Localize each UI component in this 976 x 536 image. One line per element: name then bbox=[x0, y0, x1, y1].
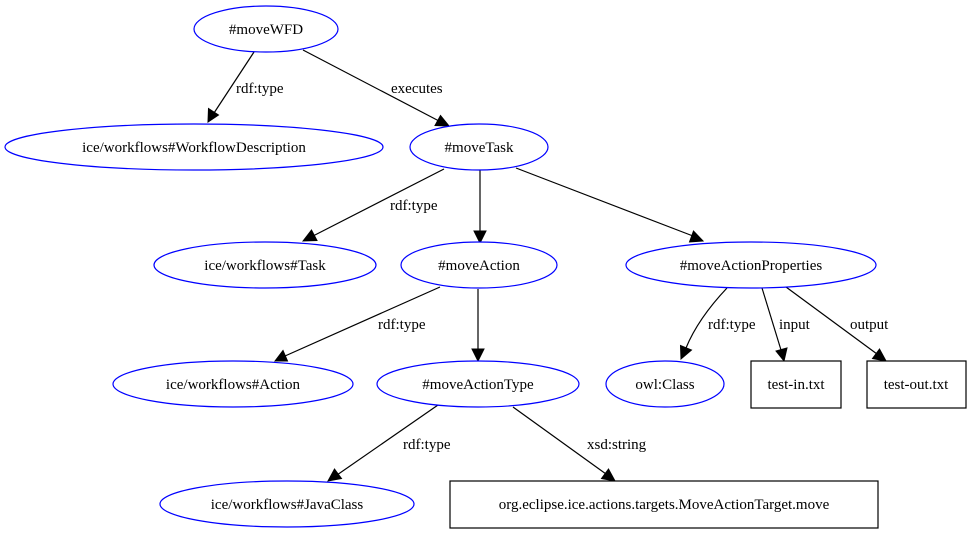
edge-moveactionproperties-rdftype bbox=[679, 287, 728, 361]
node-label: ice/workflows#Task bbox=[204, 258, 326, 274]
edge-label-executes: executes bbox=[391, 81, 443, 97]
node-moveaction: #moveAction bbox=[400, 241, 558, 289]
edge-movewfd-rdftype bbox=[207, 51, 255, 123]
node-label: owl:Class bbox=[635, 377, 694, 393]
edge-moveactiontype-xsdstring bbox=[512, 406, 616, 482]
edge-moveaction-rdftype bbox=[273, 286, 441, 362]
edge-moveactionproperties-output bbox=[785, 286, 887, 362]
node-action: ice/workflows#Action bbox=[112, 360, 354, 408]
node-test-in: test-in.txt bbox=[750, 360, 842, 409]
edge-label-xsdstring: xsd:string bbox=[587, 437, 647, 453]
node-movewfd: #moveWFD bbox=[193, 5, 339, 53]
node-moveactiontype: #moveActionType bbox=[376, 360, 580, 408]
node-javaclass: ice/workflows#JavaClass bbox=[159, 480, 415, 528]
node-movetask: #moveTask bbox=[409, 123, 549, 171]
node-label: #moveTask bbox=[445, 140, 514, 156]
edge-moveactiontype-rdftype bbox=[327, 404, 439, 482]
edge-movetask-moveactionproperties bbox=[515, 167, 705, 243]
edge-label-rdftype: rdf:type bbox=[390, 198, 438, 214]
edge-movetask-moveaction bbox=[473, 170, 487, 245]
node-label: test-in.txt bbox=[767, 377, 825, 393]
edge-label-rdftype: rdf:type bbox=[708, 317, 756, 333]
node-workflow-description: ice/workflows#WorkflowDescription bbox=[4, 123, 384, 171]
edge-label-rdftype: rdf:type bbox=[378, 317, 426, 333]
edge-movetask-rdftype bbox=[301, 168, 445, 242]
edge-label-rdftype: rdf:type bbox=[236, 81, 284, 97]
edge-label-input: input bbox=[779, 317, 811, 333]
edge-label-output: output bbox=[850, 317, 889, 333]
node-label: #moveActionProperties bbox=[680, 258, 823, 274]
node-label: ice/workflows#JavaClass bbox=[211, 497, 364, 513]
edge-label-rdftype: rdf:type bbox=[403, 437, 451, 453]
node-label: test-out.txt bbox=[884, 377, 949, 393]
edge-moveaction-moveactiontype bbox=[471, 289, 485, 363]
node-task: ice/workflows#Task bbox=[153, 241, 377, 289]
node-label: #moveWFD bbox=[229, 22, 303, 38]
edge-movewfd-executes bbox=[302, 49, 451, 127]
edge-moveactionproperties-input bbox=[761, 287, 788, 363]
node-label: ice/workflows#Action bbox=[166, 377, 301, 393]
node-label: #moveActionType bbox=[422, 377, 534, 393]
node-move-target: org.eclipse.ice.actions.targets.MoveActi… bbox=[449, 480, 879, 529]
node-owl-class: owl:Class bbox=[605, 360, 725, 408]
node-label: ice/workflows#WorkflowDescription bbox=[82, 140, 306, 156]
node-label: #moveAction bbox=[438, 258, 520, 274]
node-label: org.eclipse.ice.actions.targets.MoveActi… bbox=[499, 497, 830, 513]
node-test-out: test-out.txt bbox=[866, 360, 967, 409]
node-moveactionproperties: #moveActionProperties bbox=[625, 241, 877, 289]
